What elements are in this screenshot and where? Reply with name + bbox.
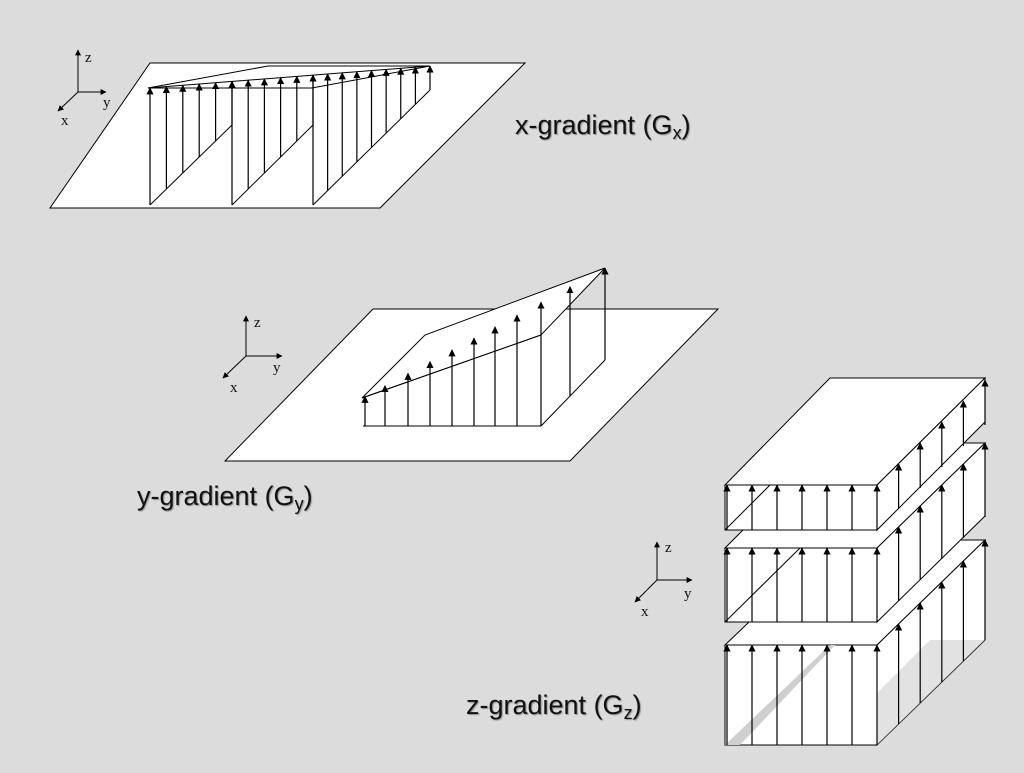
- axis-triad-x-panel: z y x: [57, 49, 111, 129]
- y-gradient-label-sub: y: [294, 494, 304, 514]
- z-gradient-label: z-gradient (Gz): [466, 690, 642, 724]
- y-gradient-label-text: y-gradient (G: [137, 481, 295, 511]
- axis-label-x: x: [230, 380, 238, 396]
- axis-label-z: z: [254, 315, 261, 331]
- axis-label-z: z: [85, 50, 92, 66]
- x-gradient-label-sub: x: [672, 123, 682, 143]
- axis-triad-y-panel: z y x: [222, 315, 283, 396]
- axis-label-x: x: [61, 113, 69, 129]
- axis-label-y: y: [273, 360, 281, 376]
- axis-label-y: y: [103, 95, 111, 111]
- z-gradient-panel: [723, 376, 989, 747]
- y-gradient-label: y-gradient (Gy): [137, 481, 313, 515]
- z-gradient-label-close: ): [632, 690, 642, 720]
- y-gradient-panel: [223, 267, 720, 462]
- axis-label-x: x: [641, 604, 649, 620]
- z-middle-block-front: [724, 547, 878, 623]
- y-gradient-arrows: [361, 267, 609, 426]
- x-gradient-label-close: ): [681, 110, 691, 140]
- x-gradient-label-text: x-gradient (G: [515, 110, 673, 140]
- axis-triad-z-panel: z y x: [634, 540, 693, 620]
- axis-label-y: y: [684, 586, 692, 602]
- x-gradient-label: x-gradient (Gx): [515, 110, 691, 144]
- z-gradient-arrows: [723, 379, 989, 745]
- z-bottom-shadow-side: [877, 640, 985, 745]
- z-gradient-label-text: z-gradient (G: [466, 690, 624, 720]
- z-gradient-label-sub: z: [623, 703, 633, 723]
- x-gradient-panel: [49, 62, 527, 209]
- y-gradient-label-close: ): [303, 481, 313, 511]
- y-base-plane: [223, 308, 720, 462]
- x-base-plane: [49, 62, 527, 209]
- x-gradient-arrows: [146, 65, 434, 205]
- axis-label-z: z: [665, 540, 672, 556]
